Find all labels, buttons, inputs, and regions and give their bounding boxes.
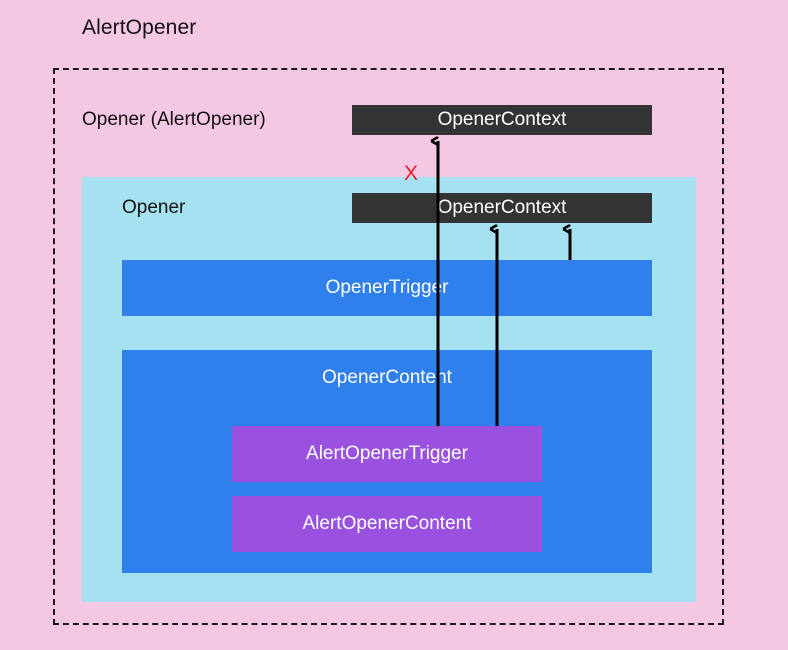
label-opener-alertopener: Opener (AlertOpener) [82,109,266,130]
blocked-x-icon: X [404,162,419,185]
page-title: AlertOpener [82,16,197,39]
alert-opener-trigger-box: AlertOpenerTrigger [232,426,542,482]
opener-content-label: OpenerContent [322,367,452,388]
label-opener: Opener [122,197,186,218]
opener-trigger-box: OpenerTrigger [122,260,652,316]
context-box-inner: OpenerContext [352,193,652,223]
alertopener-dashed-container [53,68,724,625]
alert-opener-content-box: AlertOpenerContent [232,496,542,552]
context-box-outer: OpenerContext [352,105,652,135]
